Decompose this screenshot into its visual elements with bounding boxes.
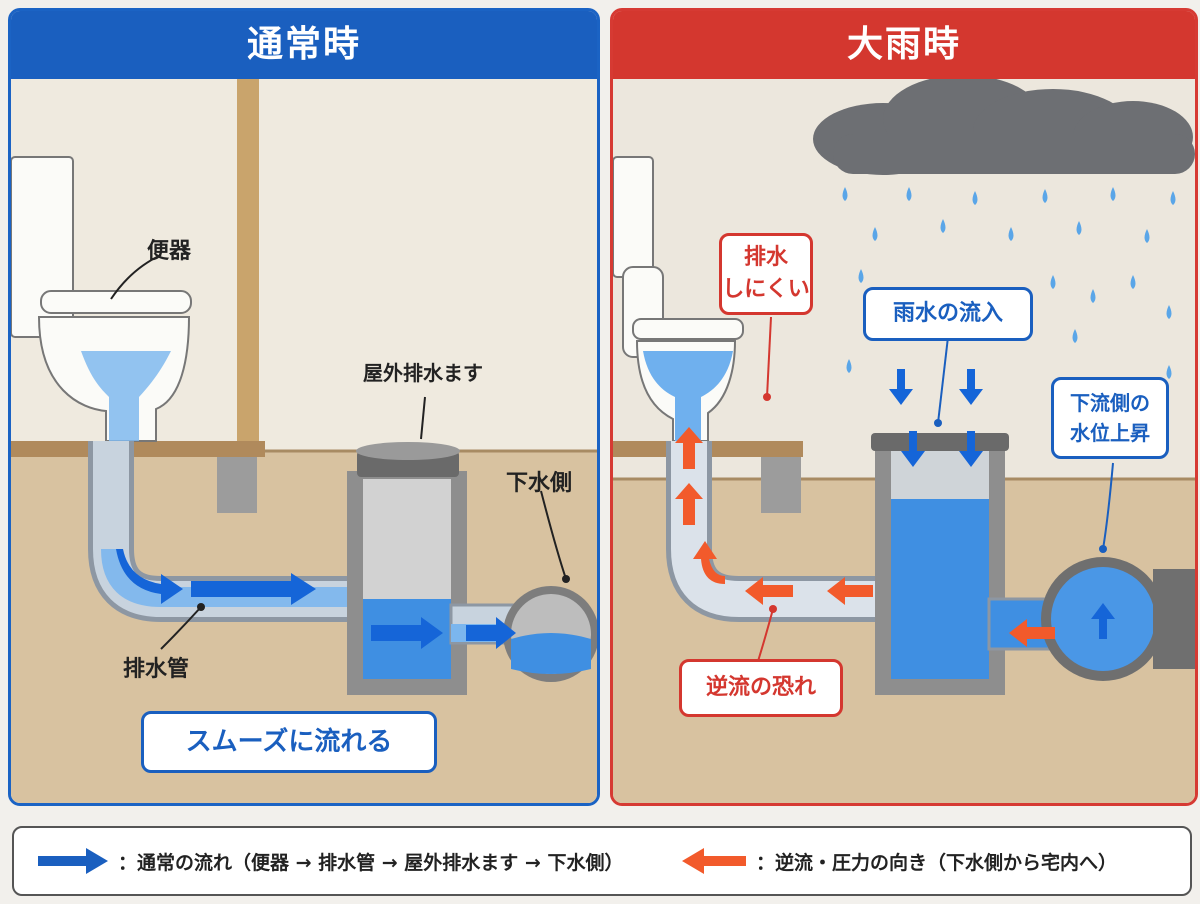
rain-inflow-callout: 雨水の流入 — [863, 287, 1033, 341]
normal-panel: 通常時 — [8, 8, 600, 806]
drain-pipe-label: 排水管 — [123, 657, 190, 682]
downstream-rise-callout: 下流側の 水位上昇 — [1051, 377, 1169, 459]
heavy-rain-panel-title: 大雨時 — [613, 11, 1195, 79]
legend-reverse-text: ：逆流・圧力の向き（下水側から宅内へ） — [756, 851, 1118, 874]
status-smooth-flow: スムーズに流れる — [141, 711, 437, 773]
legend-normal: ：通常の流れ（便器 → 排水管 → 屋外排水ます → 下水側） — [38, 828, 623, 894]
rain-cloud-icon — [813, 79, 1195, 175]
backflow-risk-callout: 逆流の恐れ — [679, 659, 843, 717]
legend-reverse: ：逆流・圧力の向き（下水側から宅内へ） — [682, 828, 1117, 894]
sewer-side-label: 下水側 — [506, 471, 573, 496]
outdoor-basin — [871, 433, 1009, 695]
flow-arrow-icon — [116, 549, 516, 649]
red-arrow-icon — [682, 848, 746, 874]
flow-arrow-icon — [889, 369, 1115, 639]
legend-normal-text: ：通常の流れ（便器 → 排水管 → 屋外排水ます → 下水側） — [118, 851, 624, 874]
normal-scene — [11, 79, 597, 803]
normal-panel-title: 通常時 — [11, 11, 597, 79]
outdoor-basin — [347, 442, 467, 695]
toilet-label: 便器 — [147, 239, 192, 264]
toilet-icon — [613, 156, 744, 442]
flow-arrow-icon — [675, 427, 1055, 647]
blue-arrow-icon — [38, 848, 108, 874]
heavy-rain-panel: 大雨時 — [610, 8, 1198, 806]
outdoor-basin-label: 屋外排水ます — [363, 361, 483, 385]
hard-to-drain-callout: 排水 しにくい — [719, 233, 813, 315]
heavy-rain-scene — [613, 79, 1195, 803]
legend: ：通常の流れ（便器 → 排水管 → 屋外排水ます → 下水側） ：逆流・圧力の向… — [12, 826, 1192, 896]
